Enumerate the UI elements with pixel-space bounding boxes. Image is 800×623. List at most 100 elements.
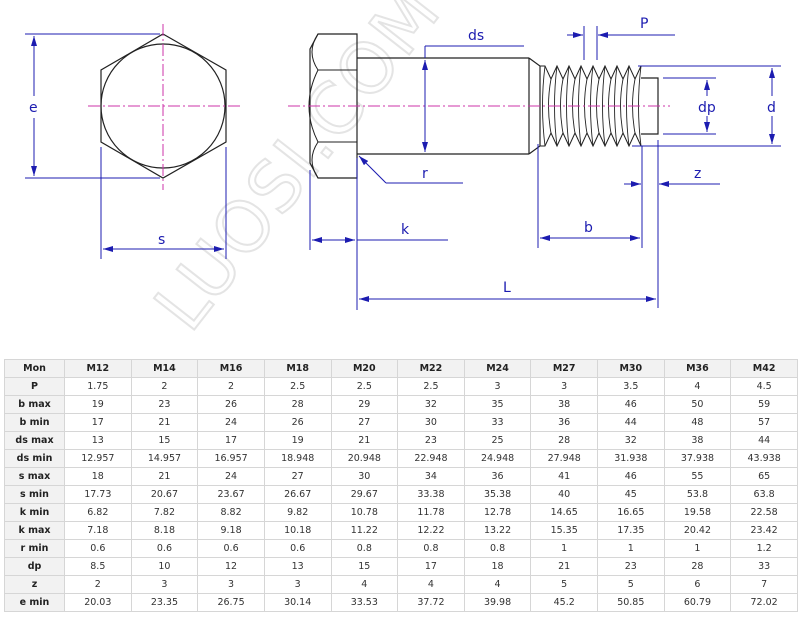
table-header-row: Mon M12 M14 M16 M18 M20 M22 M24 M27 M30 … xyxy=(4,359,798,378)
table-cell: 15 xyxy=(130,431,199,450)
table-cell: 8.18 xyxy=(130,521,199,540)
column-header: M16 xyxy=(197,359,265,378)
table-cell: 14.65 xyxy=(530,503,598,522)
row-label: s min xyxy=(4,485,65,504)
row-label: ds min xyxy=(4,449,65,468)
dimension-ds: ds xyxy=(422,28,524,152)
watermark-text: LUOSI.COM xyxy=(139,0,457,345)
table-cell: 17 xyxy=(397,557,465,576)
table-cell: 2 xyxy=(197,377,265,396)
table-cell: 2.5 xyxy=(330,377,399,396)
table-cell: 26.75 xyxy=(197,593,265,612)
table-cell: 23 xyxy=(397,431,465,450)
table-cell: 26 xyxy=(197,395,265,414)
table-cell: 46 xyxy=(597,467,665,486)
table-cell: 6.82 xyxy=(64,503,132,522)
table-cell: 17.73 xyxy=(64,485,132,504)
row-label: ds max xyxy=(4,431,65,450)
bolt-side-view xyxy=(288,33,670,179)
table-cell: 24 xyxy=(197,467,265,486)
table-cell: 59 xyxy=(730,395,798,414)
table-cell: 48 xyxy=(663,413,732,432)
column-header: M22 xyxy=(397,359,465,378)
column-header: M42 xyxy=(730,359,798,378)
table-cell: 72.02 xyxy=(730,593,798,612)
dimension-z: z xyxy=(624,148,720,200)
table-cell: 2 xyxy=(64,575,132,594)
label-r: r xyxy=(422,166,428,182)
dimension-e: e xyxy=(25,33,160,179)
table-cell: 15 xyxy=(330,557,399,576)
table-cell: 30 xyxy=(397,413,465,432)
dimension-P: P xyxy=(567,16,675,60)
watermark: LUOSI.COM xyxy=(138,0,458,346)
table-cell: 12 xyxy=(197,557,265,576)
table-cell: 19.58 xyxy=(663,503,732,522)
hex-head-end-view xyxy=(88,24,240,190)
label-d: d xyxy=(767,100,776,116)
table-cell: 32 xyxy=(397,395,465,414)
table-cell: 30.14 xyxy=(263,593,332,612)
table-cell: 3.5 xyxy=(597,377,665,396)
label-k: k xyxy=(401,222,410,238)
table-cell: 1.75 xyxy=(64,377,132,396)
table-cell: 9.18 xyxy=(197,521,265,540)
row-label: b min xyxy=(4,413,65,432)
table-cell: 19 xyxy=(64,395,132,414)
bolt-technical-drawing: LUOSI.COM e s xyxy=(25,0,781,346)
column-header: M14 xyxy=(130,359,199,378)
table-cell: 5 xyxy=(597,575,665,594)
table-cell: 21 xyxy=(130,467,199,486)
table-cell: 44 xyxy=(730,431,798,450)
table-cell: 4 xyxy=(663,377,732,396)
table-cell: 18 xyxy=(64,467,132,486)
table-cell: 41 xyxy=(530,467,598,486)
table-cell: 4.5 xyxy=(730,377,798,396)
table-cell: 60.79 xyxy=(663,593,732,612)
table-cell: 23.67 xyxy=(197,485,265,504)
row-label: dp xyxy=(4,557,65,576)
table-cell: 44 xyxy=(597,413,665,432)
row-label: e min xyxy=(4,593,65,612)
table-cell: 3 xyxy=(530,377,598,396)
table-cell: 7.82 xyxy=(130,503,199,522)
table-cell: 33.53 xyxy=(330,593,399,612)
table-cell: 14.957 xyxy=(130,449,199,468)
table-cell: 39.98 xyxy=(463,593,532,612)
table-cell: 24 xyxy=(197,413,265,432)
row-label: z xyxy=(4,575,65,594)
table-cell: 13 xyxy=(263,557,332,576)
table-cell: 2.5 xyxy=(397,377,465,396)
table-cell: 10 xyxy=(130,557,199,576)
table-cell: 13 xyxy=(64,431,132,450)
table-cell: 33 xyxy=(730,557,798,576)
table-cell: 17 xyxy=(197,431,265,450)
table-cell: 32 xyxy=(597,431,665,450)
table-cell: 50.85 xyxy=(597,593,665,612)
table-cell: 3 xyxy=(463,377,532,396)
table-cell: 3 xyxy=(197,575,265,594)
table-cell: 8.5 xyxy=(64,557,132,576)
table-cell: 35 xyxy=(463,395,532,414)
table-cell: 0.6 xyxy=(64,539,132,558)
table-cell: 50 xyxy=(663,395,732,414)
table-cell: 63.8 xyxy=(730,485,798,504)
table-cell: 27 xyxy=(330,413,399,432)
table-cell: 17 xyxy=(64,413,132,432)
column-header: M36 xyxy=(663,359,732,378)
table-cell: 40 xyxy=(530,485,598,504)
column-header: M30 xyxy=(597,359,665,378)
table-cell: 21 xyxy=(330,431,399,450)
table-cell: 45.2 xyxy=(530,593,598,612)
table-cell: 18 xyxy=(463,557,532,576)
dimension-b: b xyxy=(537,144,643,248)
column-header: Mon xyxy=(4,359,65,378)
table-cell: 22.948 xyxy=(397,449,465,468)
